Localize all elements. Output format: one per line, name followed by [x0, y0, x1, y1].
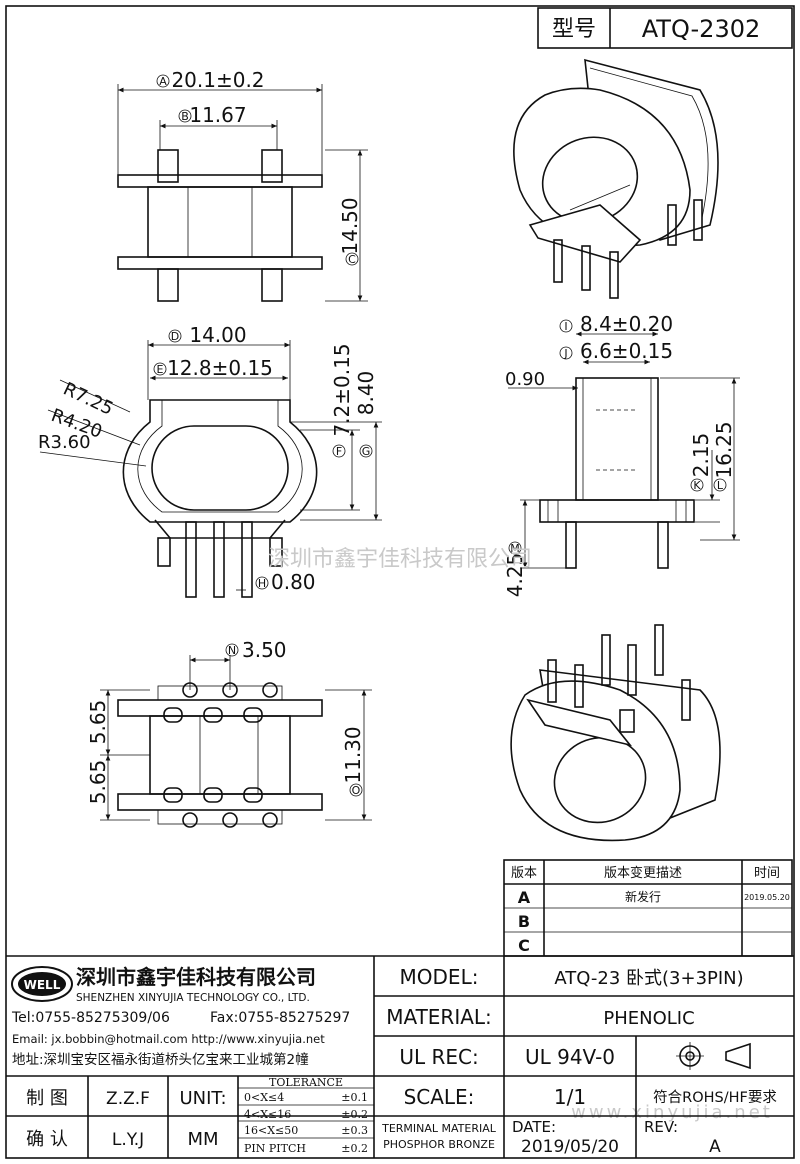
- dim-letter-b: [178, 109, 192, 123]
- svg-text:A: A: [159, 75, 167, 88]
- model-label: MODEL:: [400, 965, 479, 989]
- header-model-code: ATQ-2302: [642, 15, 761, 43]
- unit-label: UNIT:: [179, 1088, 226, 1109]
- rev-header-desc: 版本变更描述: [604, 865, 682, 881]
- rohs-note: 符合ROHS/HF要求: [653, 1089, 777, 1106]
- date-value: 2019/05/20: [521, 1137, 619, 1157]
- company-name-en: SHENZHEN XINYUJIA TECHNOLOGY CO., LTD.: [76, 992, 310, 1004]
- tolerance-table: TOLERANCE 0<X≤4 ±0.1 4<X≤16 ±0.2 16<X≤50…: [238, 1076, 374, 1155]
- material-value: PHENOLIC: [603, 1008, 694, 1029]
- title-block: WELL 深圳市鑫宇佳科技有限公司 SHENZHEN XINYUJIA TECH…: [6, 955, 794, 1158]
- side-offset-value: 0.90: [505, 369, 545, 390]
- pitch-bottom-value: 5.65: [86, 760, 110, 805]
- watermark-cn: 深圳市鑫宇佳科技有限公司: [268, 547, 532, 572]
- svg-text:M: M: [510, 542, 520, 555]
- dim-o-value: 11.30: [341, 726, 365, 783]
- company-address: 地址:深圳宝安区福永街道桥头亿宝来工业城第2幢: [12, 1051, 309, 1068]
- rev-row-date: 2019.05.20: [744, 893, 790, 902]
- svg-text:G: G: [362, 445, 371, 458]
- draw-value: Z.Z.F: [106, 1089, 150, 1109]
- svg-text:B: B: [181, 110, 189, 123]
- tolerance-range: 0<X≤4: [244, 1091, 284, 1104]
- material-label: MATERIAL:: [386, 1005, 492, 1029]
- dim-k-value: 2.15: [689, 433, 713, 478]
- company-tel: Tel:0755-85275309/06: [11, 1010, 170, 1026]
- rev-header-ver: 版本: [511, 866, 537, 881]
- revision-table: 版本 版本变更描述 时间 A 新发行 2019.05.20 B C: [503, 859, 793, 957]
- dim-i-value: 8.4±0.20: [580, 312, 673, 336]
- svg-text:K: K: [693, 479, 701, 492]
- dim-a-value: 20.1±0.2: [171, 68, 264, 92]
- ulrec-value: UL 94V-0: [525, 1045, 615, 1069]
- front-view-top: A 20.1±0.2 B 11.67 14.50 C: [117, 68, 368, 302]
- svg-text:H: H: [258, 577, 266, 590]
- dim-b-value: 11.67: [189, 103, 246, 127]
- company-name-cn: 深圳市鑫宇佳科技有限公司: [76, 965, 316, 989]
- dim-f-value: 7.2±0.15: [330, 343, 354, 436]
- rev-label: REV:: [644, 1118, 678, 1136]
- dim-h-value: 0.80: [271, 570, 316, 594]
- dim-n-value: 3.50: [242, 638, 287, 662]
- svg-text:E: E: [157, 363, 164, 376]
- check-value: L.Y.J: [112, 1130, 144, 1150]
- dim-j-value: 6.6±0.15: [580, 339, 673, 363]
- ulrec-label: UL REC:: [399, 1045, 478, 1069]
- watermark-url: www.xinyujia.net: [571, 1102, 773, 1123]
- tolerance-value: ±0.3: [341, 1124, 368, 1137]
- rev-row-desc: 新发行: [625, 889, 661, 904]
- check-label: 确 认: [26, 1129, 68, 1150]
- radius-r3: R3.60: [38, 432, 91, 453]
- scale-value: 1/1: [554, 1085, 586, 1109]
- company-fax: Fax:0755-85275297: [210, 1010, 350, 1026]
- svg-text:D: D: [171, 330, 179, 343]
- date-label: DATE:: [512, 1118, 556, 1136]
- svg-text:I: I: [564, 320, 567, 333]
- dim-m-value: 4.25: [503, 553, 527, 598]
- pitch-top-value: 5.65: [86, 700, 110, 745]
- tolerance-value: ±0.1: [341, 1091, 368, 1104]
- model-header: 型号 ATQ-2302: [537, 7, 793, 49]
- svg-text:N: N: [228, 644, 236, 657]
- terminal-material-label: TERMINAL MATERIAL: [381, 1122, 497, 1135]
- header-label: 型号: [552, 17, 596, 42]
- isometric-view-2: [510, 624, 721, 842]
- tolerance-title: TOLERANCE: [269, 1076, 343, 1089]
- dim-d-value: 14.00: [189, 323, 246, 347]
- draw-label: 制 图: [26, 1088, 68, 1109]
- svg-text:O: O: [352, 784, 361, 797]
- model-value: ATQ-23 卧式(3+3PIN): [554, 968, 743, 989]
- svg-text:C: C: [348, 253, 356, 266]
- tolerance-value: ±0.2: [341, 1108, 368, 1121]
- sheet-border: [5, 5, 795, 1159]
- isometric-view-1: [513, 58, 719, 299]
- logo-text: WELL: [24, 978, 61, 992]
- dim-e-value: 12.8±0.15: [167, 356, 273, 380]
- tolerance-range: 4<X≤16: [244, 1108, 291, 1121]
- rev-row-ver: A: [518, 888, 531, 907]
- unit-value: MM: [187, 1129, 218, 1150]
- company-logo: WELL: [11, 966, 73, 1002]
- rev-row-ver: B: [518, 912, 530, 931]
- dim-c-value: 14.50: [338, 197, 362, 254]
- dim-letter-a: [156, 74, 170, 88]
- tolerance-range: 16<X≤50: [244, 1124, 298, 1137]
- bottom-view: N 3.50 5.65 5.65 11.30 O: [86, 638, 372, 828]
- scale-label: SCALE:: [404, 1085, 475, 1109]
- svg-text:F: F: [336, 445, 342, 458]
- projection-symbol-icon: [676, 1042, 751, 1070]
- tolerance-range: PIN PITCH: [244, 1142, 306, 1155]
- dim-l-value: 16.25: [712, 421, 736, 478]
- dim-g-value: 8.40: [354, 371, 378, 416]
- rev-row-ver: C: [518, 936, 530, 955]
- terminal-material-value: PHOSPHOR BRONZE: [383, 1138, 495, 1151]
- svg-text:J: J: [563, 347, 567, 360]
- rev-value: A: [709, 1137, 721, 1157]
- company-email: Email: jx.bobbin@hotmail.com http://www.…: [12, 1032, 325, 1046]
- svg-text:L: L: [717, 479, 724, 492]
- tolerance-value: ±0.2: [341, 1142, 368, 1155]
- rev-header-date: 时间: [754, 866, 780, 881]
- side-view: I 8.4±0.20 J 6.6±0.15 0.90 2.15 K 16.25 …: [503, 312, 740, 597]
